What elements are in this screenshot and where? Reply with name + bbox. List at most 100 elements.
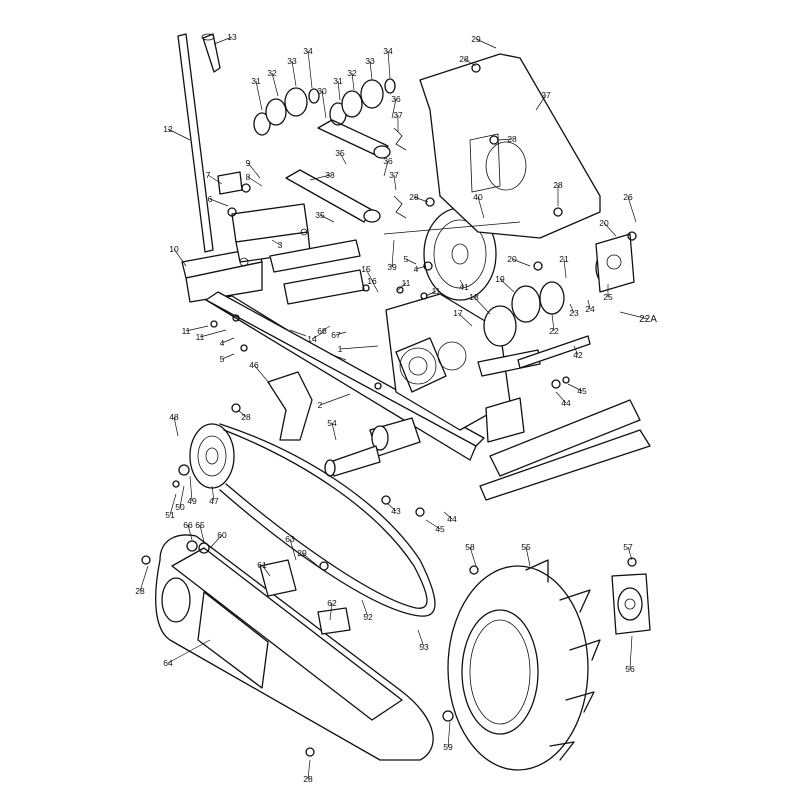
leader-line-4 — [415, 265, 427, 270]
leader-line-27 — [535, 94, 547, 111]
callout-label-28: 28 — [303, 774, 313, 784]
leader-line-26 — [627, 196, 637, 223]
frame-bracket-part — [181, 171, 365, 305]
leader-line-28 — [497, 138, 513, 141]
callout-label-26: 26 — [623, 192, 633, 202]
callout-label-29: 29 — [471, 34, 481, 44]
leader-line-35 — [319, 214, 335, 223]
callout-label-28: 28 — [409, 192, 419, 202]
leader-line-64 — [167, 639, 211, 664]
callout-label-64: 64 — [163, 658, 173, 668]
callout-label-31: 31 — [251, 76, 261, 86]
callout-label-45: 45 — [577, 386, 587, 396]
callout-label-31: 31 — [333, 76, 343, 86]
callout-label-54: 54 — [327, 418, 337, 428]
leader-line-52 — [361, 599, 369, 618]
leader-line-45 — [425, 519, 441, 530]
callout-label-37: 37 — [389, 170, 399, 180]
callout-label-43: 43 — [391, 506, 401, 516]
drive-pulley-part — [189, 423, 235, 489]
callout-label-20: 20 — [599, 218, 609, 228]
tire-wheel-part — [447, 559, 601, 771]
leader-line-5 — [221, 353, 235, 360]
fasteners-part — [141, 63, 637, 757]
callout-label-9: 9 — [246, 158, 251, 168]
leader-line-53 — [417, 629, 425, 648]
handle-rod-part — [177, 33, 221, 253]
leader-line-5 — [405, 258, 417, 265]
leader-line-54 — [331, 422, 337, 441]
wheel-hub-part — [611, 573, 651, 635]
leader-line-17 — [457, 312, 473, 327]
leader-line-22 — [551, 313, 555, 332]
leader-line-10 — [173, 248, 187, 267]
leader-line-28 — [307, 759, 311, 780]
callout-label-37: 37 — [393, 110, 403, 120]
leader-line-30 — [321, 90, 327, 119]
leader-line-46 — [253, 364, 271, 385]
callout-label-39: 39 — [387, 262, 397, 272]
leader-line-50 — [179, 485, 185, 508]
leader-line-28 — [413, 196, 429, 203]
leader-line-11 — [185, 325, 209, 332]
callout-label-66: 66 — [183, 520, 193, 530]
leader-line-38 — [309, 174, 331, 181]
callout-label-11: 11 — [432, 286, 441, 296]
leader-line-32 — [351, 72, 355, 91]
callout-label-68: 68 — [317, 326, 327, 336]
leader-line-57 — [627, 546, 633, 561]
leader-line-51 — [169, 493, 177, 516]
callout-label-32: 32 — [267, 68, 277, 78]
leader-line-31 — [255, 80, 263, 111]
leader-line-4 — [221, 337, 235, 344]
callout-label-34: 34 — [303, 46, 313, 56]
callout-label-22A: 22A — [639, 314, 657, 325]
leader-line-12 — [167, 128, 191, 141]
leader-line-8 — [247, 176, 263, 187]
callout-label-34: 34 — [383, 46, 393, 56]
leader-line-9 — [247, 162, 261, 179]
callout-labels: 1312313233343031323334363735363738353929… — [135, 32, 657, 784]
callout-label-52: 52 — [363, 612, 373, 622]
callout-label-21: 21 — [559, 254, 569, 264]
callout-label-38: 38 — [325, 170, 335, 180]
leader-line-49 — [189, 475, 193, 502]
leader-line-36 — [391, 98, 397, 119]
callout-label-47: 47 — [209, 496, 219, 506]
callout-label-22: 22 — [549, 326, 559, 336]
callout-label-7: 7 — [206, 170, 211, 180]
leader-line-47 — [211, 485, 215, 502]
callout-label-33: 33 — [287, 56, 297, 66]
callout-label-57: 57 — [623, 542, 633, 552]
leader-line-44 — [555, 391, 567, 404]
leader-lines — [139, 36, 649, 780]
leader-line-34 — [387, 50, 391, 79]
callout-label-36: 36 — [391, 94, 401, 104]
callout-label-51: 51 — [165, 510, 175, 520]
callout-label-1: 1 — [338, 344, 343, 354]
leader-line-18 — [473, 296, 491, 315]
bearing-set-part — [253, 78, 396, 136]
leader-line-60 — [209, 534, 223, 549]
leader-line-62 — [329, 602, 333, 621]
leader-line-19 — [499, 278, 515, 293]
callout-label-10: 10 — [169, 244, 179, 254]
cover-plate-part — [419, 53, 601, 239]
callout-label-61: 61 — [257, 560, 267, 570]
callout-label-44: 44 — [447, 514, 457, 524]
leader-line-6 — [209, 198, 229, 207]
callout-label-48: 48 — [169, 412, 179, 422]
callout-label-60: 60 — [217, 530, 227, 540]
callout-label-13: 13 — [227, 32, 237, 42]
callout-label-15: 15 — [361, 264, 371, 274]
leader-line-63 — [289, 538, 297, 561]
leader-line-48 — [173, 416, 179, 437]
leader-line-33 — [369, 60, 373, 81]
leader-line-2 — [319, 393, 351, 406]
callout-label-27: 27 — [541, 90, 551, 100]
leader-line-66 — [187, 524, 193, 541]
leader-line-16 — [371, 280, 379, 293]
callout-label-3: 3 — [278, 240, 283, 250]
belt-cover-part — [155, 534, 434, 761]
